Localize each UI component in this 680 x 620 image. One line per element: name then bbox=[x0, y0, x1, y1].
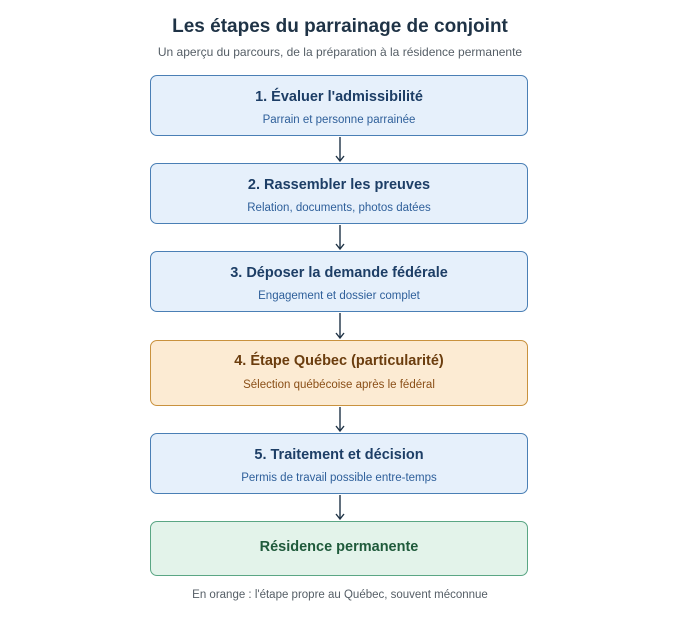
step-5-subtitle: Permis de travail possible entre-temps bbox=[241, 472, 437, 484]
diagram-subtitle: Un aperçu du parcours, de la préparation… bbox=[157, 45, 523, 59]
step-4-title: 4. Étape Québec (particularité) bbox=[234, 353, 444, 369]
step-1-box: 1. Évaluer l'admissibilité Parrain et pe… bbox=[150, 75, 528, 136]
step-2-box: 2. Rassembler les preuves Relation, docu… bbox=[150, 163, 528, 224]
diagram-title: Les étapes du parrainage de conjoint bbox=[172, 16, 508, 37]
step-2-subtitle: Relation, documents, photos datées bbox=[247, 202, 431, 214]
step-1-subtitle: Parrain et personne parrainée bbox=[262, 114, 416, 126]
final-step-title: Résidence permanente bbox=[259, 539, 419, 555]
legend-footnote: En orange : l'étape propre au Québec, so… bbox=[192, 589, 488, 601]
step-5-box: 5. Traitement et décision Permis de trav… bbox=[150, 433, 528, 494]
step-1-title: 1. Évaluer l'admissibilité bbox=[255, 89, 423, 105]
step-3-subtitle: Engagement et dossier complet bbox=[258, 290, 420, 302]
step-3-title: 3. Déposer la demande fédérale bbox=[230, 265, 448, 281]
step-4-quebec-box: 4. Étape Québec (particularité) Sélectio… bbox=[150, 340, 528, 406]
step-2-title: 2. Rassembler les preuves bbox=[247, 177, 431, 193]
step-5-title: 5. Traitement et décision bbox=[254, 447, 424, 463]
step-4-subtitle: Sélection québécoise après le fédéral bbox=[243, 379, 435, 391]
step-3-box: 3. Déposer la demande fédérale Engagemen… bbox=[150, 251, 528, 312]
final-step-box: Résidence permanente bbox=[150, 521, 528, 576]
